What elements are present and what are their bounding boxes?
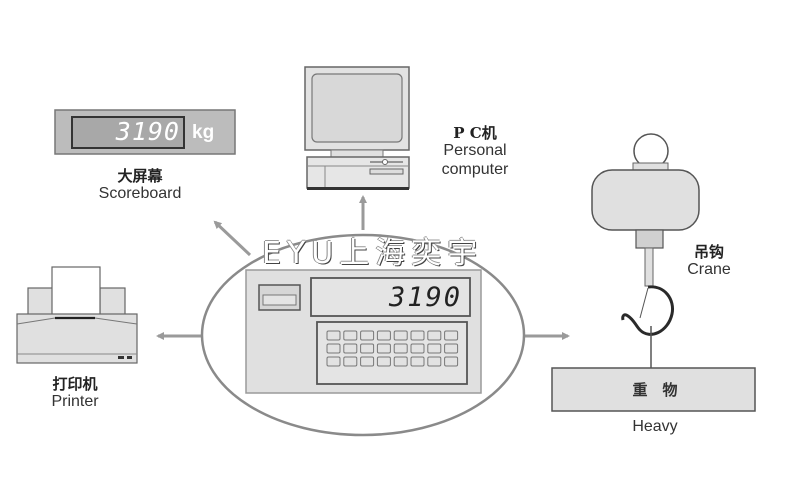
arrow-to-scoreboard — [213, 220, 252, 257]
printer-label-en: Printer — [51, 393, 99, 411]
printer-label: 打印机 Printer — [30, 375, 120, 412]
pc-label: P C机 Personal computer — [420, 124, 530, 179]
keypad-key — [393, 330, 408, 341]
printer-label-cn: 打印机 — [52, 375, 98, 393]
pc-label-en-1: Personal — [443, 142, 507, 160]
heavy-label-en: Heavy — [632, 418, 678, 435]
keypad-key — [343, 330, 358, 341]
keypad-key — [444, 330, 459, 341]
crane-label-en: Crane — [687, 261, 731, 279]
crane-body — [591, 169, 700, 231]
keypad-key — [410, 343, 425, 354]
keypad-key — [360, 343, 375, 354]
pc-device — [304, 66, 410, 190]
keypad-key — [427, 343, 442, 354]
keypad-key — [376, 356, 391, 367]
keypad-key — [343, 356, 358, 367]
keypad-key — [360, 356, 375, 367]
pc-label-en-2: computer — [441, 160, 509, 178]
scoreboard-reading: 3190 — [115, 117, 180, 146]
crane-hook — [621, 285, 675, 336]
printer-body — [16, 313, 138, 364]
keypad-key — [410, 330, 425, 341]
heavy-load-box — [551, 367, 756, 412]
keypad-key — [326, 330, 341, 341]
scoreboard-label-cn: 大屏幕 — [117, 167, 163, 185]
indicator-display — [310, 277, 471, 317]
crane-label-cn: 吊钩 — [693, 243, 724, 261]
weighing-indicator — [245, 269, 482, 394]
printer-paper — [51, 266, 101, 316]
watermark-text: EYU上海奕宇 — [262, 236, 484, 271]
pc-label-cn: P C机 — [453, 124, 497, 142]
scoreboard-device — [54, 109, 236, 155]
keypad-keys — [326, 330, 459, 367]
crane-scale — [551, 133, 756, 412]
crane-label: 吊钩 Crane — [674, 243, 744, 280]
keypad-key — [326, 343, 341, 354]
indicator-reading: 3190 — [388, 282, 462, 313]
keypad-key — [410, 356, 425, 367]
scoreboard-unit: kg — [192, 122, 215, 143]
keypad-key — [393, 343, 408, 354]
keypad-key — [376, 343, 391, 354]
keypad-key — [343, 343, 358, 354]
keypad-key — [393, 356, 408, 367]
keypad-key — [376, 330, 391, 341]
indicator-keypad — [316, 321, 468, 385]
pc-screen — [311, 73, 403, 143]
keypad-key — [427, 330, 442, 341]
keypad-key — [444, 356, 459, 367]
keypad-key — [444, 343, 459, 354]
printer-device — [16, 266, 138, 364]
keypad-key — [427, 356, 442, 367]
scoreboard-label: 大屏幕 Scoreboard — [70, 167, 210, 204]
keypad-key — [326, 356, 341, 367]
scoreboard-label-en: Scoreboard — [98, 185, 182, 203]
keypad-key — [360, 330, 375, 341]
heavy-label-cn: 重 物 — [632, 381, 678, 399]
